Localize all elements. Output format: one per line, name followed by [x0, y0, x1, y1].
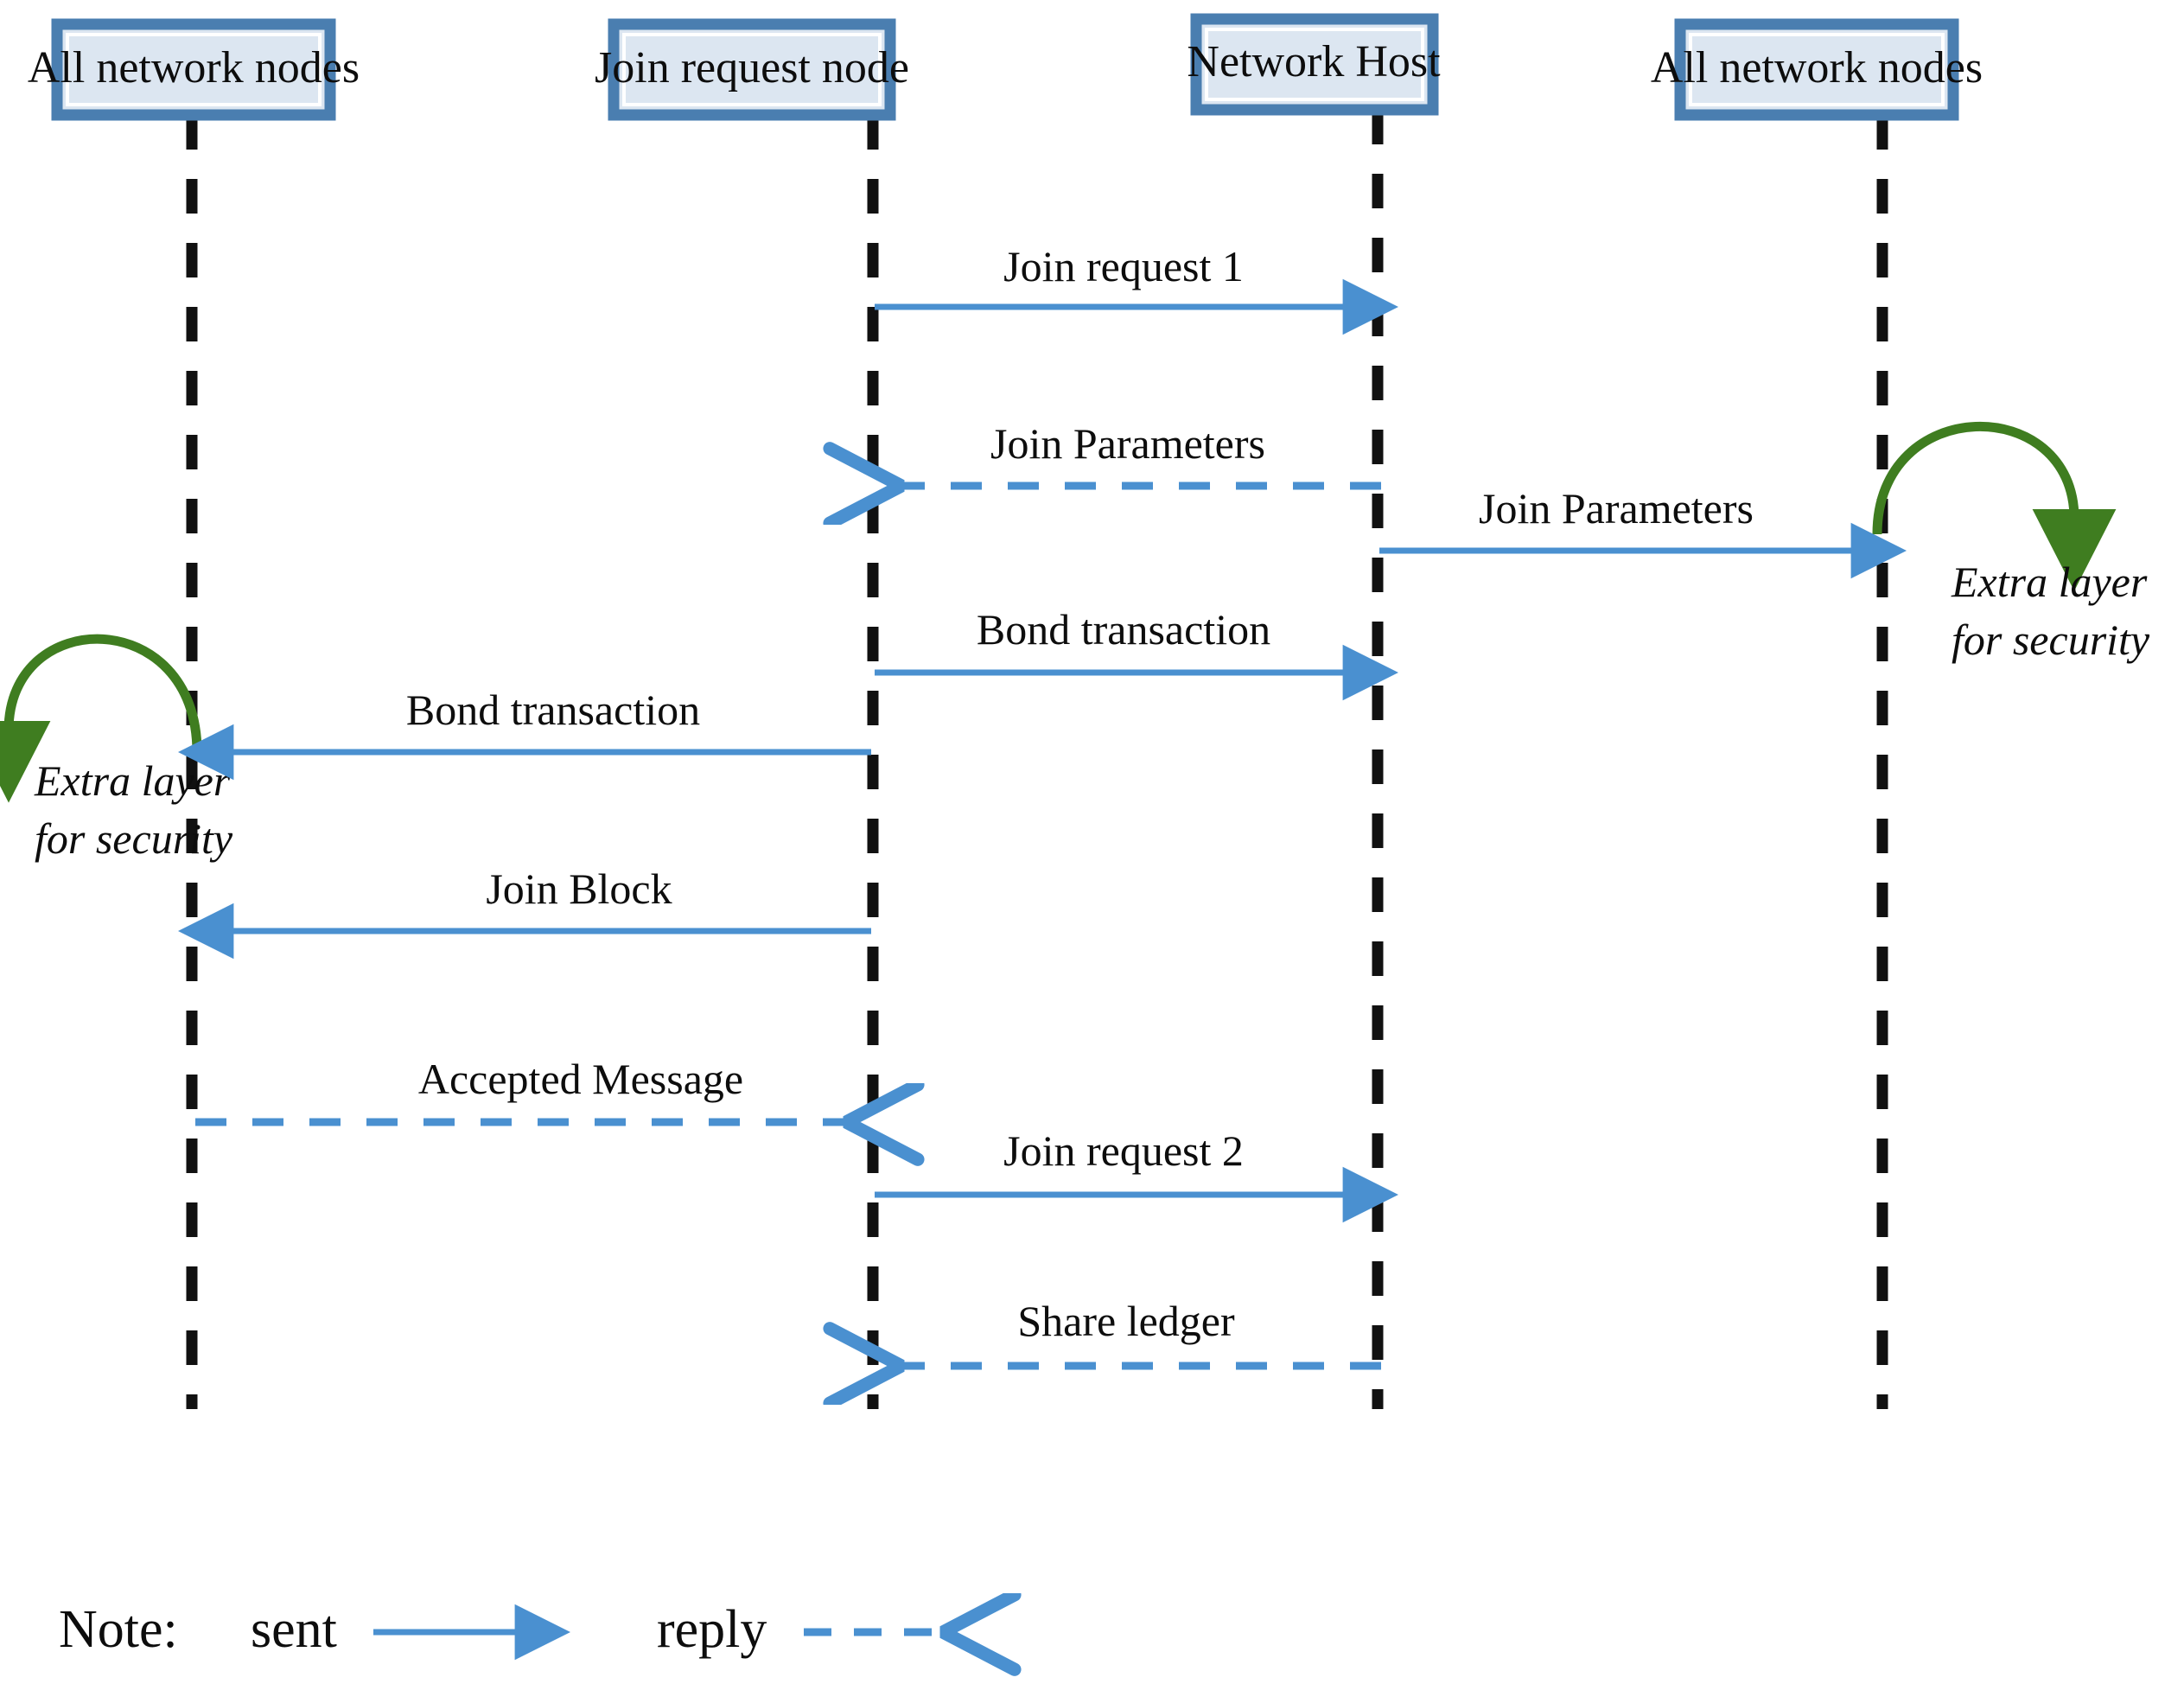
message-label-join-block: Join Block	[486, 864, 672, 913]
participant-label-p4: All network nodes	[1651, 43, 1983, 92]
message-label-join-parameters-b: Join Parameters	[1479, 484, 1754, 533]
message-bond-transaction-b[interactable]: Bond transaction	[178, 686, 871, 781]
participant-label-p1: All network nodes	[28, 43, 360, 92]
self-loop-note-line1-p1: Extra layer	[34, 756, 231, 805]
self-loop-arc-p1	[0, 634, 202, 803]
message-label-accepted-message: Accepted Message	[418, 1055, 743, 1103]
participant-box-p3-inner-gap	[1205, 28, 1424, 101]
message-join-block[interactable]: Join Block	[178, 864, 871, 960]
self-loop-note-line1-p4: Extra layer	[1951, 558, 2148, 606]
legend-prefix: Note:	[59, 1600, 178, 1659]
participant-box-p2	[608, 18, 896, 121]
participant-p4[interactable]: All network nodes	[1651, 18, 1983, 121]
self-loop-note-line2-p4: for security	[1952, 616, 2150, 664]
legend-item-reply: reply	[657, 1600, 944, 1659]
self-loop-arc-p4	[1872, 422, 2117, 591]
participant-p1[interactable]: All network nodes	[28, 18, 360, 121]
participant-box-p4	[1674, 18, 1959, 121]
message-join-request-1[interactable]: Join request 1	[875, 242, 1398, 335]
message-label-share-ledger: Share ledger	[1017, 1297, 1235, 1345]
self-loop-p4: Extra layer for security	[1872, 422, 2150, 664]
participant-label-p3: Network Host	[1187, 37, 1441, 86]
message-bond-transaction-a[interactable]: Bond transaction	[875, 605, 1398, 701]
message-join-parameters-b[interactable]: Join Parameters	[1379, 484, 1907, 579]
legend: Note: sent reply	[59, 1600, 944, 1659]
legend-label-reply: reply	[657, 1600, 767, 1659]
participant-box-p2-inner-gap	[622, 33, 882, 106]
message-join-request-2[interactable]: Join request 2	[875, 1126, 1398, 1223]
message-join-parameters-a[interactable]: Join Parameters	[901, 419, 1381, 486]
participant-box-p1	[51, 18, 336, 121]
legend-item-sent: sent	[251, 1600, 570, 1661]
participant-label-p2: Join request node	[595, 43, 909, 92]
participant-p2[interactable]: Join request node	[595, 18, 909, 121]
message-label-bond-transaction-b: Bond transaction	[406, 686, 700, 734]
legend-label-sent: sent	[251, 1600, 337, 1659]
message-label-bond-transaction-a: Bond transaction	[977, 605, 1270, 654]
message-label-join-request-1: Join request 1	[1003, 242, 1244, 290]
participant-box-p3	[1190, 13, 1439, 116]
message-share-ledger[interactable]: Share ledger	[901, 1297, 1381, 1366]
participant-p3[interactable]: Network Host	[1187, 13, 1441, 116]
participant-box-p1-inner-gap	[66, 33, 322, 106]
message-accepted-message[interactable]: Accepted Message	[195, 1055, 847, 1122]
self-loop-p1: Extra layer for security	[0, 634, 233, 863]
message-label-join-request-2: Join request 2	[1003, 1126, 1244, 1175]
message-label-join-parameters-a: Join Parameters	[990, 419, 1265, 468]
participant-box-p4-inner-gap	[1689, 33, 1945, 106]
self-loop-note-line2-p1: for security	[35, 814, 233, 863]
